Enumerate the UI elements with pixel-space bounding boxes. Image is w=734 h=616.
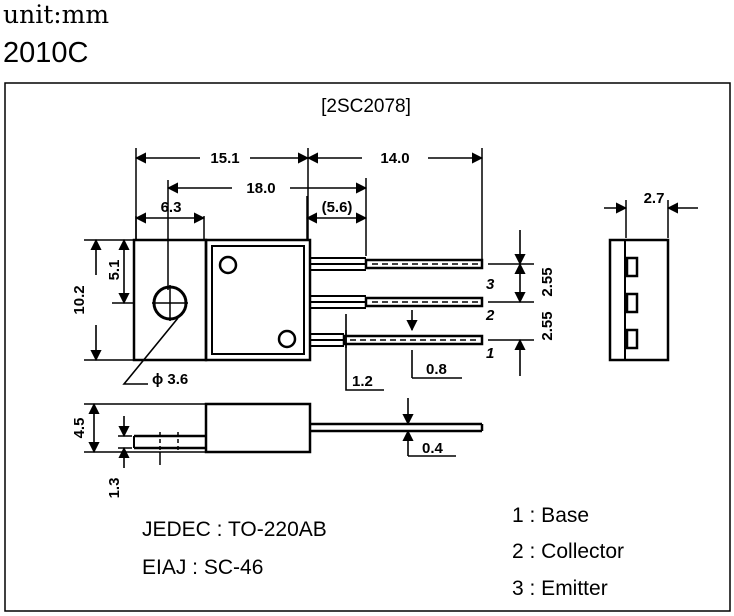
lead-1 (342, 334, 484, 346)
unit-label: unit:mm (3, 0, 110, 29)
dim-0-8: 0.8 (426, 361, 447, 378)
dim-15-1: 15.1 (210, 150, 239, 167)
pin-legend-collector: 2 : Collector (512, 540, 624, 563)
dim-2-7: 2.7 (644, 190, 665, 207)
dim-2-55-bottom: 2.55 (539, 311, 556, 340)
dim-4-5: 4.5 (71, 418, 88, 439)
pin-legend-base: 1 : Base (512, 504, 589, 527)
pin-legend-emitter: 3 : Emitter (512, 577, 608, 600)
pin-number-1: 1 (486, 345, 494, 362)
front-view (84, 398, 484, 468)
dim-10-2: 10.2 (71, 285, 88, 314)
lead-3 (364, 258, 484, 270)
dim-6-3: 6.3 (161, 199, 182, 216)
dim-1-3: 1.3 (106, 478, 123, 499)
pin-number-3: 3 (486, 276, 495, 293)
dim-5-6: (5.6) (322, 199, 353, 216)
dim-18-0: 18.0 (246, 180, 275, 197)
drawing-frame (4, 82, 731, 612)
lead-2 (364, 296, 484, 308)
dim-14-0: 14.0 (380, 150, 409, 167)
part-number-label: [2SC2078] (321, 96, 411, 117)
dim-phi-3-6: ϕ 3.6 (152, 371, 188, 388)
top-view (132, 238, 484, 362)
jedec-standard: JEDEC : TO-220AB (142, 518, 327, 541)
package-code: 2010C (3, 37, 89, 69)
dim-5-1: 5.1 (106, 260, 123, 281)
side-view (604, 200, 698, 362)
dim-2-55-top: 2.55 (539, 267, 556, 296)
dim-0-4: 0.4 (422, 440, 444, 457)
pin-number-2: 2 (485, 307, 495, 324)
eiaj-standard: EIAJ : SC-46 (142, 556, 263, 579)
dim-1-2: 1.2 (352, 373, 373, 390)
dimension-lines (90, 152, 526, 391)
